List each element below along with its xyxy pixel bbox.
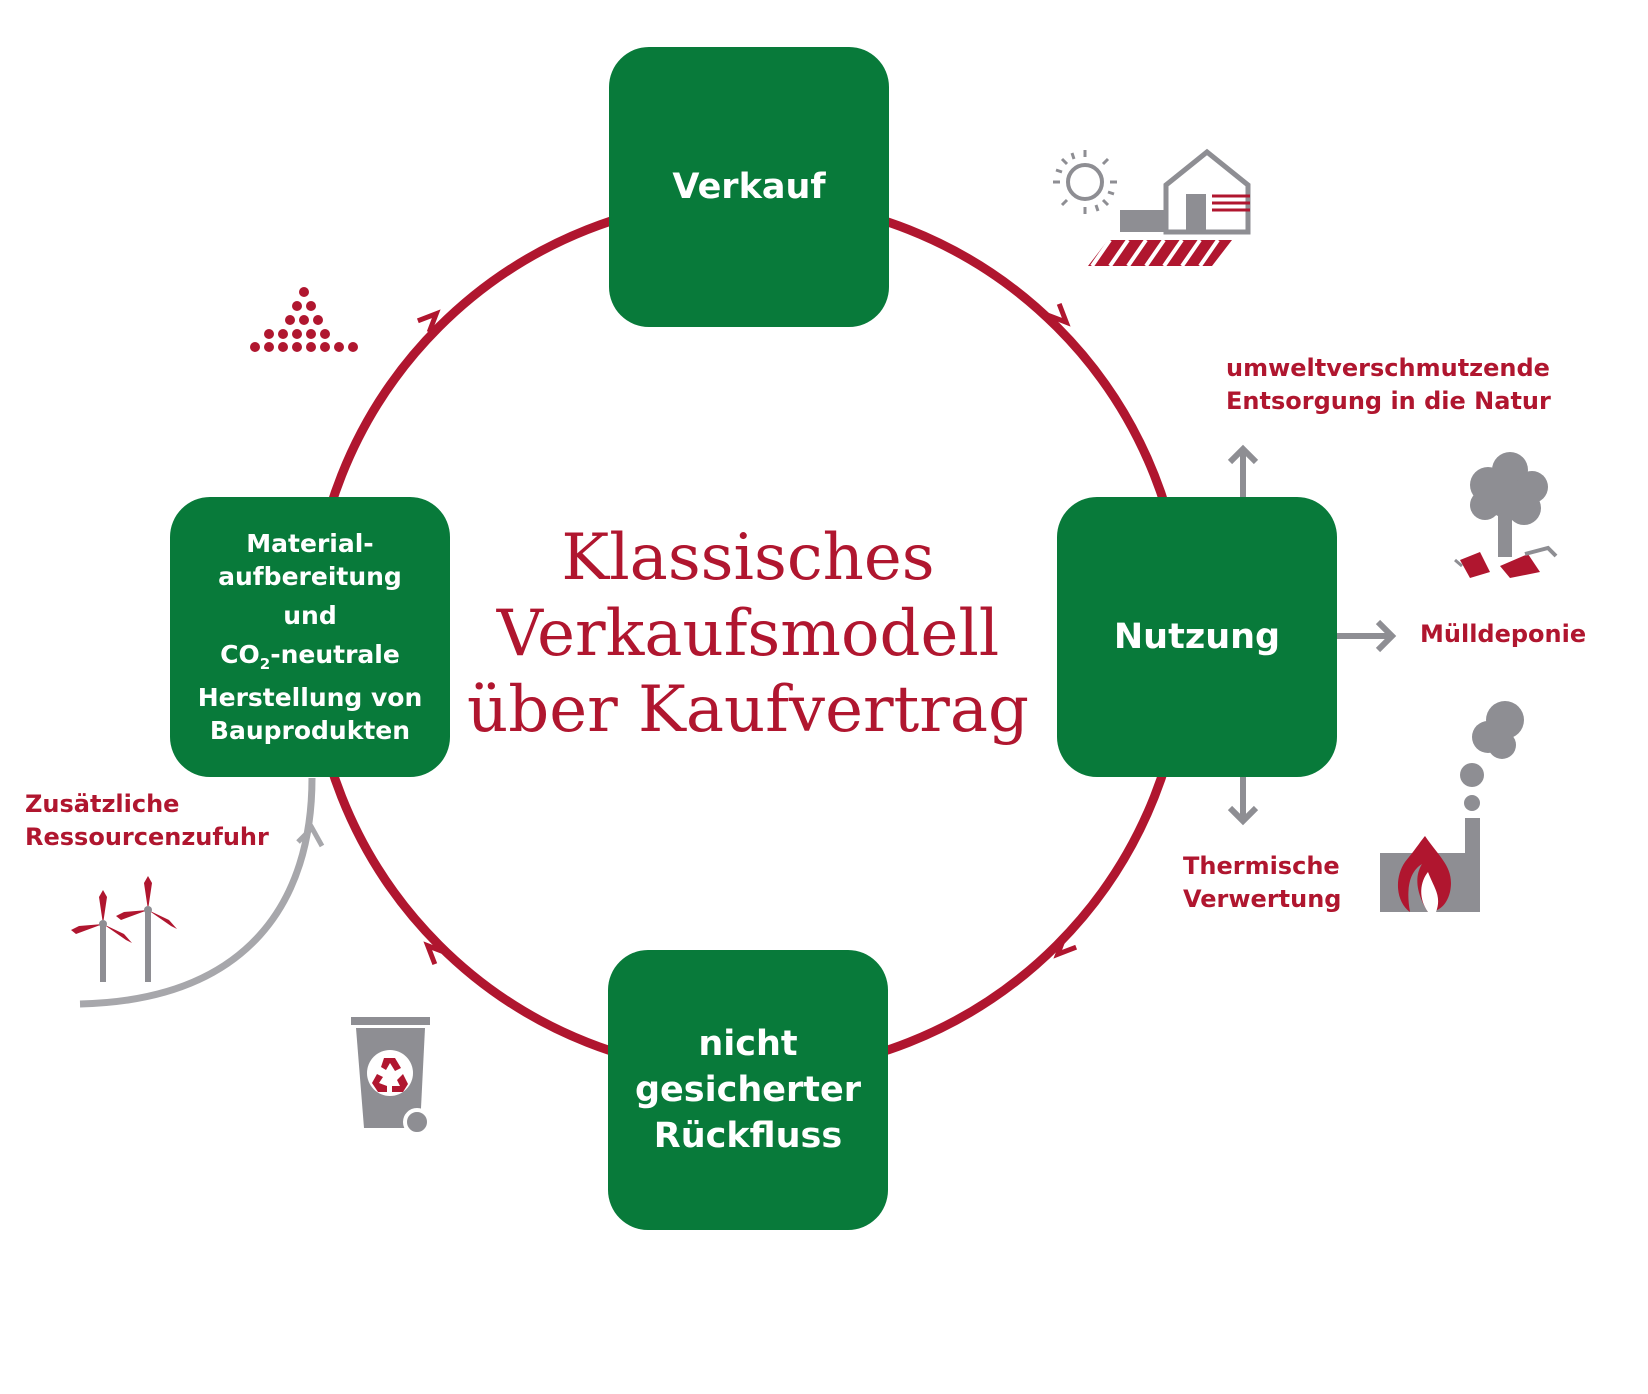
sun-house-field-icon [1053, 148, 1251, 268]
stage-material-line1: Material- [246, 529, 374, 558]
label-resources-line2: Ressourcenzufuhr [25, 823, 269, 851]
co2-suffix: -neutrale [270, 640, 400, 669]
stage-material-line6: Bauprodukten [209, 716, 411, 745]
stage-nutzung: Nutzung [1057, 497, 1337, 777]
label-thermal-line2: Verwertung [1183, 885, 1342, 913]
cycle-arrow-bottom-right [1053, 934, 1078, 959]
stage-rueckfluss: nicht gesicherter Rückfluss [608, 950, 888, 1230]
center-title-line3: über Kaufvertrag [467, 673, 1029, 747]
stage-rueckfluss-line3: Rückfluss [653, 1116, 843, 1156]
arrow-up-icon [1227, 444, 1259, 497]
dot-pile-icon [250, 287, 358, 352]
stage-material: Material- aufbereitung und CO2-neutrale … [170, 497, 450, 777]
factory-fire-icon [1380, 701, 1524, 912]
label-landfill: Mülldeponie [1420, 620, 1587, 648]
wind-turbines-icon [71, 876, 177, 982]
label-thermal-line1: Thermische [1183, 852, 1340, 880]
tree-litter-icon [1454, 452, 1558, 578]
stage-rueckfluss-line2: gesicherter [634, 1070, 861, 1110]
stage-material-line4: CO2-neutrale [198, 638, 423, 681]
label-thermal-recovery: Thermische Verwertung [1183, 850, 1341, 916]
arrow-down-icon [1227, 777, 1259, 826]
label-additional-resources: Zusätzliche Ressourcenzufuhr [25, 788, 269, 854]
stage-material-line3: und [283, 601, 337, 630]
stage-verkauf-label: Verkauf [672, 167, 826, 207]
stage-nutzung-label: Nutzung [1113, 617, 1281, 657]
stage-rueckfluss-line1: nicht [698, 1024, 798, 1064]
cycle-arrow-top-left [416, 309, 441, 334]
center-title: Klassisches Verkaufsmodell über Kaufvert… [448, 520, 1048, 748]
resource-inflow-curve [79, 777, 325, 1008]
center-title-line2: Verkaufsmodell [496, 597, 1000, 671]
stage-material-line5: Herstellung von [197, 683, 423, 712]
cycle-arrow-bottom-left [423, 941, 448, 966]
label-environment-disposal: umweltverschmutzende Entsorgung in die N… [1226, 352, 1551, 418]
label-environment-line2: Entsorgung in die Natur [1226, 387, 1551, 415]
label-environment-line1: umweltverschmutzende [1226, 354, 1550, 382]
label-resources-line1: Zusätzliche [25, 790, 180, 818]
stage-verkauf: Verkauf [609, 47, 889, 327]
recycling-bin-icon [351, 1017, 431, 1136]
cycle-arrow-top-right [1046, 302, 1071, 327]
center-title-line1: Klassisches [561, 521, 935, 595]
co2-prefix: CO [220, 640, 260, 669]
arrow-right-icon [1337, 619, 1397, 653]
stage-material-line2: aufbereitung [218, 562, 402, 591]
co2-subscript: 2 [259, 655, 271, 673]
